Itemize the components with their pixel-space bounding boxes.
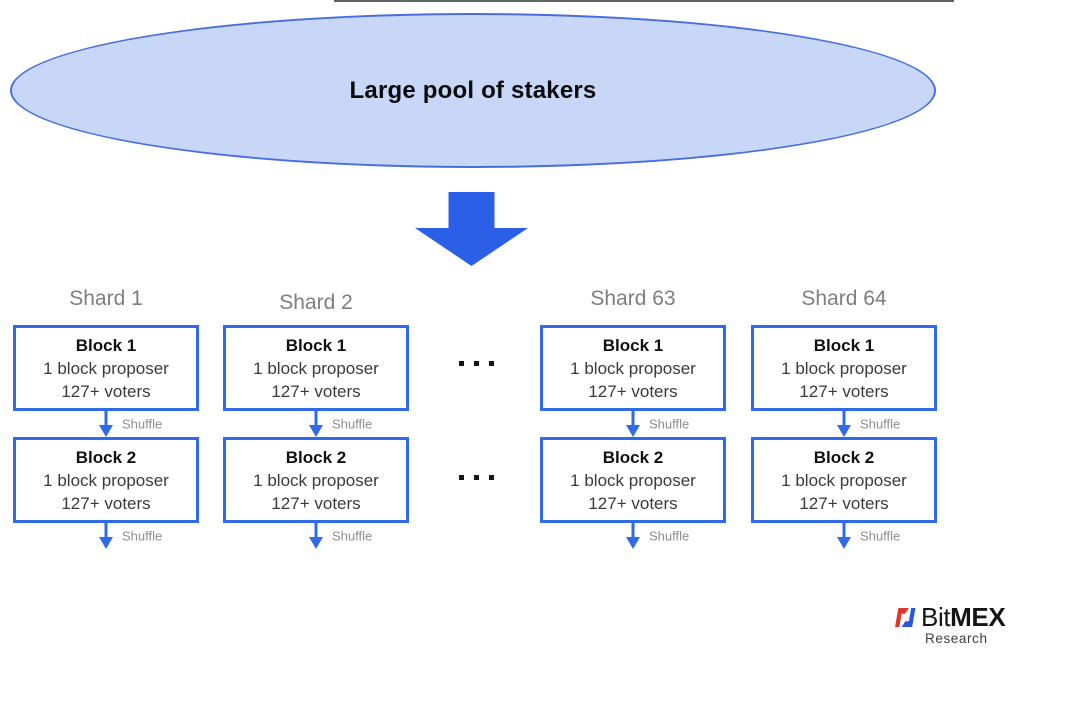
shuffle-connector: Shuffle [540, 523, 726, 549]
shard-column-64: Shard 64 Block 1 1 block proposer 127+ v… [751, 287, 937, 549]
block-proposer-line: 1 block proposer [43, 470, 169, 490]
block-voters-line: 127+ voters [61, 381, 151, 401]
shard-column-1: Shard 1 Block 1 1 block proposer 127+ vo… [13, 287, 199, 549]
block-proposer-line: 1 block proposer [253, 358, 379, 378]
dot [459, 475, 464, 480]
logo-mex: MEX [950, 602, 1006, 632]
shuffle-arrow-icon [837, 523, 851, 549]
shard-label: Shard 63 [590, 287, 676, 310]
shuffle-connector: Shuffle [223, 411, 409, 437]
block-proposer-line: 1 block proposer [781, 358, 907, 378]
shuffle-arrow-icon [626, 411, 640, 437]
block-box: Block 1 1 block proposer 127+ voters [223, 325, 409, 411]
block-box: Block 1 1 block proposer 127+ voters [751, 325, 937, 411]
block-voters-line: 127+ voters [799, 381, 889, 401]
shuffle-label: Shuffle [122, 416, 163, 432]
dot [474, 475, 479, 480]
shuffle-connector: Shuffle [13, 411, 199, 437]
block-proposer-line: 1 block proposer [570, 470, 696, 490]
shard-column-2: Shard 2 Block 1 1 block proposer 127+ vo… [223, 287, 409, 549]
block-title: Block 1 [75, 335, 137, 355]
block-title: Block 2 [602, 447, 664, 467]
block-title: Block 1 [285, 335, 347, 355]
block-title: Block 1 [813, 335, 875, 355]
shuffle-label: Shuffle [122, 528, 163, 544]
bitmex-research-logo: BitMEX Research [894, 602, 1006, 646]
shuffle-label: Shuffle [332, 528, 373, 544]
shuffle-connector: Shuffle [540, 411, 726, 437]
bitmex-wordmark: BitMEX [921, 602, 1006, 632]
block-box: Block 2 1 block proposer 127+ voters [540, 437, 726, 523]
block-title: Block 2 [813, 447, 875, 467]
shuffle-connector: Shuffle [13, 523, 199, 549]
ellipsis-row-2: ... [459, 475, 494, 480]
shard-column-63: Shard 63 Block 1 1 block proposer 127+ v… [540, 287, 726, 549]
block-voters-line: 127+ voters [588, 493, 678, 513]
block-box: Block 2 1 block proposer 127+ voters [751, 437, 937, 523]
block-box: Block 1 1 block proposer 127+ voters [540, 325, 726, 411]
shard-label: Shard 2 [279, 291, 353, 314]
shuffle-label: Shuffle [860, 416, 901, 432]
shuffle-arrow-icon [626, 523, 640, 549]
block-title: Block 2 [75, 447, 137, 467]
ellipsis-row-1: ... [459, 361, 494, 366]
pool-label: Large pool of stakers [349, 76, 597, 104]
block-box: Block 2 1 block proposer 127+ voters [223, 437, 409, 523]
shuffle-connector: Shuffle [223, 523, 409, 549]
shuffle-connector: Shuffle [751, 523, 937, 549]
shuffle-arrow-icon [99, 411, 113, 437]
block-proposer-line: 1 block proposer [781, 470, 907, 490]
shard-label: Shard 64 [801, 287, 887, 310]
shuffle-label: Shuffle [649, 528, 690, 544]
dot [489, 361, 494, 366]
block-voters-line: 127+ voters [588, 381, 678, 401]
shuffle-arrow-icon [309, 523, 323, 549]
block-proposer-line: 1 block proposer [570, 358, 696, 378]
shuffle-arrow-icon [837, 411, 851, 437]
top-border-line [334, 0, 954, 2]
shuffle-label: Shuffle [860, 528, 901, 544]
dot [489, 475, 494, 480]
logo-subtitle: Research [925, 631, 988, 646]
block-proposer-line: 1 block proposer [43, 358, 169, 378]
block-box: Block 2 1 block proposer 127+ voters [13, 437, 199, 523]
dot [474, 361, 479, 366]
block-voters-line: 127+ voters [271, 381, 361, 401]
block-voters-line: 127+ voters [61, 493, 151, 513]
shard-label: Shard 1 [69, 287, 143, 310]
block-voters-line: 127+ voters [799, 493, 889, 513]
shuffle-connector: Shuffle [751, 411, 937, 437]
dot [459, 361, 464, 366]
block-title: Block 2 [285, 447, 347, 467]
big-down-arrow-icon [415, 192, 528, 266]
shuffle-label: Shuffle [332, 416, 373, 432]
shuffle-arrow-icon [99, 523, 113, 549]
shuffle-arrow-icon [309, 411, 323, 437]
stakers-pool-ellipse: Large pool of stakers [10, 13, 936, 168]
block-box: Block 1 1 block proposer 127+ voters [13, 325, 199, 411]
logo-bit: Bit [921, 602, 951, 632]
shuffle-label: Shuffle [649, 416, 690, 432]
block-voters-line: 127+ voters [271, 493, 361, 513]
block-title: Block 1 [602, 335, 664, 355]
block-proposer-line: 1 block proposer [253, 470, 379, 490]
bitmex-icon [895, 607, 916, 627]
